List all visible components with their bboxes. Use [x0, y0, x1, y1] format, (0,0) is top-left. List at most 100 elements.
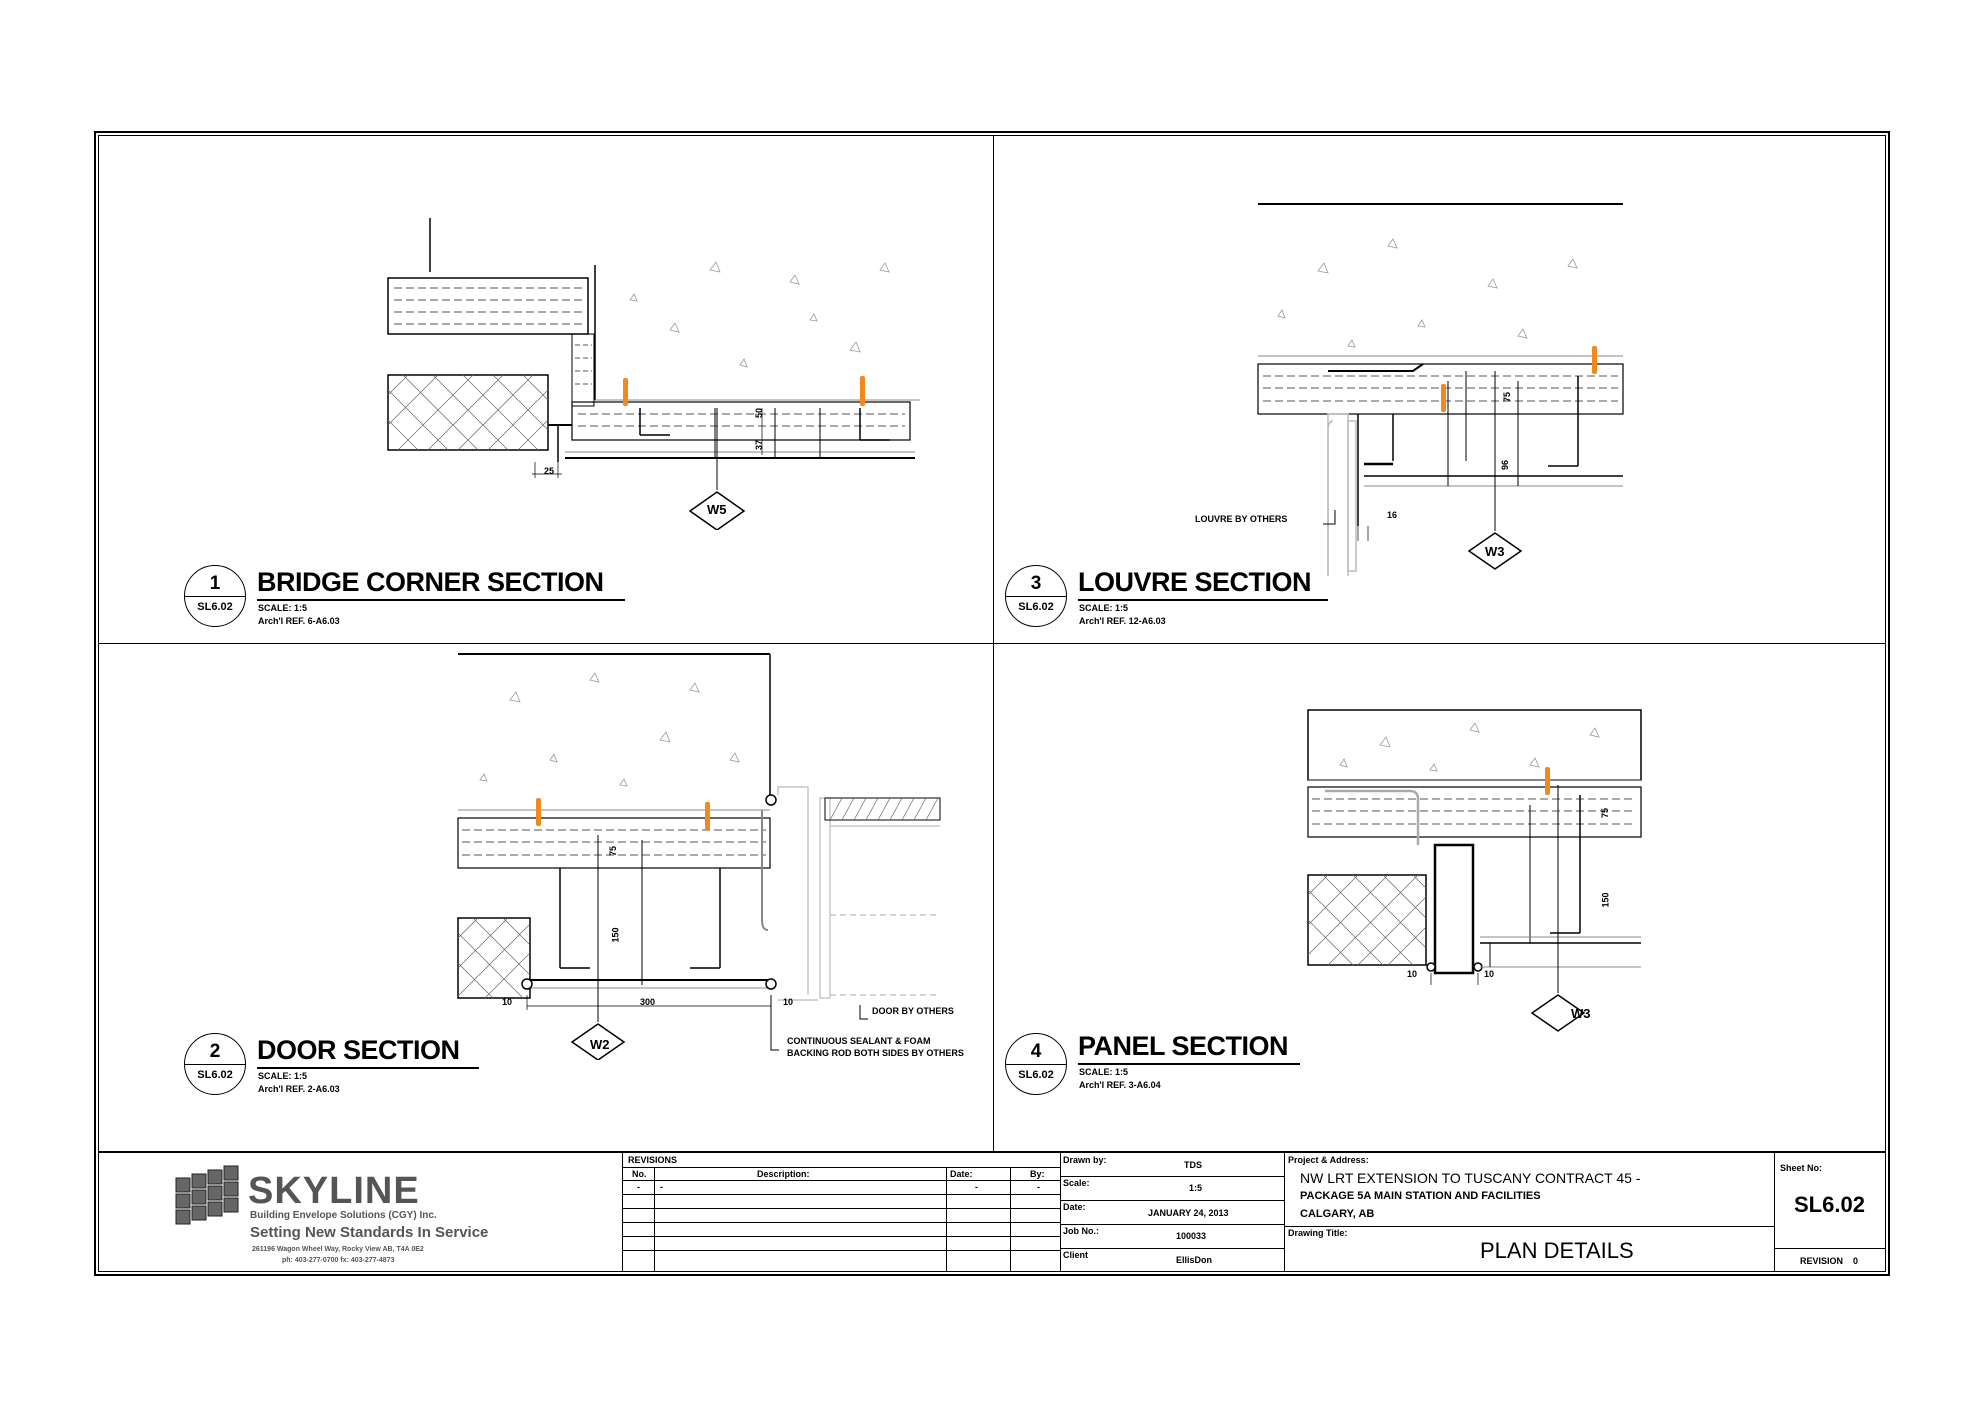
- drawing-title-label: Drawing Title:: [1288, 1228, 1348, 1238]
- job-value: 100033: [1176, 1231, 1207, 1241]
- detail-title-bridge-corner: BRIDGE CORNER SECTION: [257, 567, 604, 597]
- dim-300: 300: [640, 997, 656, 1007]
- detail-marker-2: 2 SL6.02: [184, 1033, 246, 1095]
- tag-w3-panel: W3: [1571, 1006, 1591, 1021]
- tag-w3-louvre: W3: [1485, 544, 1505, 559]
- detail-meta-3: SCALE: 1:5 Arch'l REF. 12-A6.03: [1079, 602, 1166, 628]
- louvre-section-drawing: [1257, 203, 1624, 576]
- quadrant-divider-horizontal: [98, 643, 1886, 644]
- company-phone: ph: 403-277-0700 fx: 403-277-4873: [282, 1257, 395, 1264]
- note-sealant: CONTINUOUS SEALANT & FOAM BACKING ROD BO…: [787, 1036, 964, 1058]
- rev-cell: -: [660, 1182, 663, 1192]
- dim-10-panel-right: 10: [1484, 969, 1495, 979]
- project-line-1: NW LRT EXTENSION TO TUSCANY CONTRACT 45 …: [1300, 1170, 1641, 1186]
- company-subtitle: Building Envelope Solutions (CGY) Inc.: [250, 1210, 437, 1221]
- dim-150-panel: 150: [1600, 892, 1611, 908]
- rev-line: [622, 1167, 1060, 1168]
- rev-line: [622, 1208, 1060, 1209]
- rev-cell: -: [1037, 1182, 1040, 1192]
- rev-line: [622, 1236, 1060, 1237]
- title-underline: [257, 1067, 479, 1069]
- info-line: [1060, 1224, 1284, 1225]
- detail-arch-ref: Arch'l REF. 6-A6.03: [258, 616, 340, 626]
- bridge-corner-section-drawing: [387, 218, 920, 530]
- panel-section-drawing: [1307, 709, 1642, 1032]
- dim-10-panel-left: 10: [1407, 969, 1418, 979]
- rev-cell: -: [637, 1182, 640, 1192]
- tb-sep-project: [1774, 1153, 1775, 1272]
- note-louvre-by-others: LOUVRE BY OTHERS: [1195, 514, 1288, 524]
- detail-meta-2: SCALE: 1:5 Arch'l REF. 2-A6.03: [258, 1070, 340, 1096]
- detail-sheet-ref: SL6.02: [197, 601, 233, 613]
- detail-scale: SCALE: 1:5: [1079, 603, 1129, 613]
- tag-w2: W2: [590, 1037, 610, 1052]
- dim-50: 50: [754, 407, 765, 419]
- dim-10-left: 10: [502, 997, 513, 1007]
- detail-sheet-ref: SL6.02: [1018, 601, 1054, 613]
- date-value: JANUARY 24, 2013: [1148, 1208, 1229, 1218]
- date-label: Date:: [1063, 1202, 1086, 1212]
- rev-cell: -: [975, 1182, 978, 1192]
- tb-sep-info: [1284, 1153, 1285, 1272]
- detail-scale: SCALE: 1:5: [258, 1071, 308, 1081]
- sheet-number: SL6.02: [1794, 1192, 1865, 1217]
- detail-title-panel: PANEL SECTION: [1078, 1031, 1289, 1061]
- info-line: [1060, 1200, 1284, 1201]
- door-section-drawing: [457, 653, 941, 1060]
- detail-number: 3: [1030, 573, 1042, 594]
- note-door-by-others: DOOR BY OTHERS: [872, 1006, 954, 1016]
- dim-10-right: 10: [783, 997, 794, 1007]
- tb-sep-revisions: [1060, 1153, 1061, 1272]
- detail-arch-ref: Arch'l REF. 2-A6.03: [258, 1084, 340, 1094]
- rev-col: [654, 1167, 655, 1272]
- sheet-line: [1774, 1248, 1886, 1249]
- title-underline: [1078, 599, 1328, 601]
- rev-col: [1010, 1167, 1011, 1272]
- detail-meta-4: SCALE: 1:5 Arch'l REF. 3-A6.04: [1079, 1066, 1161, 1092]
- detail-scale: SCALE: 1:5: [258, 603, 308, 613]
- detail-title-door: DOOR SECTION: [257, 1035, 460, 1065]
- company-address: 261196 Wagon Wheel Way, Rocky View AB, T…: [252, 1246, 424, 1253]
- dim-96: 96: [1500, 459, 1511, 471]
- company-slogan: Setting New Standards In Service: [250, 1224, 489, 1241]
- rev-col-date: Date:: [950, 1169, 973, 1179]
- sheet-label: Sheet No:: [1780, 1163, 1823, 1173]
- detail-sheet-ref: SL6.02: [1018, 1069, 1054, 1081]
- sheet-border: [94, 131, 1890, 1276]
- info-line: [1060, 1248, 1284, 1249]
- dim-16: 16: [1387, 510, 1398, 520]
- sheet-inner-border: [98, 135, 1886, 1272]
- drawing-title: PLAN DETAILS: [1480, 1238, 1634, 1263]
- project-line-3: CALGARY, AB: [1300, 1208, 1375, 1220]
- rev-line: [622, 1250, 1060, 1251]
- detail-number: 2: [209, 1041, 221, 1062]
- title-underline: [257, 599, 625, 601]
- skyline-logo-icon: [175, 1165, 239, 1225]
- dim-75: 75: [1502, 391, 1513, 403]
- scale-value: 1:5: [1189, 1183, 1203, 1193]
- client-value: EllisDon: [1176, 1255, 1213, 1265]
- detail-sheet-ref: SL6.02: [197, 1069, 233, 1081]
- dim-150-door: 150: [610, 927, 621, 943]
- revision-label: REVISION: [1800, 1256, 1844, 1266]
- rev-col-no: No.: [632, 1169, 647, 1179]
- dim-75-panel: 75: [1600, 807, 1611, 819]
- rev-col: [946, 1167, 947, 1272]
- rev-line: [622, 1180, 1060, 1181]
- dim-37: 37: [754, 439, 765, 451]
- detail-marker-4: 4 SL6.02: [1005, 1033, 1067, 1095]
- title-block-divider: [98, 1151, 1886, 1153]
- detail-arch-ref: Arch'l REF. 12-A6.03: [1079, 616, 1166, 626]
- rev-line: [622, 1222, 1060, 1223]
- job-label: Job No.:: [1063, 1226, 1099, 1236]
- rev-line: [622, 1194, 1060, 1195]
- detail-meta-1: SCALE: 1:5 Arch'l REF. 6-A6.03: [258, 602, 340, 628]
- project-line-2: PACKAGE 5A MAIN STATION AND FACILITIES: [1300, 1190, 1541, 1202]
- company-name: SKYLINE: [248, 1170, 420, 1212]
- scale-label: Scale:: [1063, 1178, 1090, 1188]
- detail-scale: SCALE: 1:5: [1079, 1067, 1129, 1077]
- detail-number: 4: [1030, 1041, 1042, 1062]
- revision-value: 0: [1853, 1256, 1859, 1266]
- detail-number: 1: [209, 573, 221, 594]
- info-line: [1060, 1176, 1284, 1177]
